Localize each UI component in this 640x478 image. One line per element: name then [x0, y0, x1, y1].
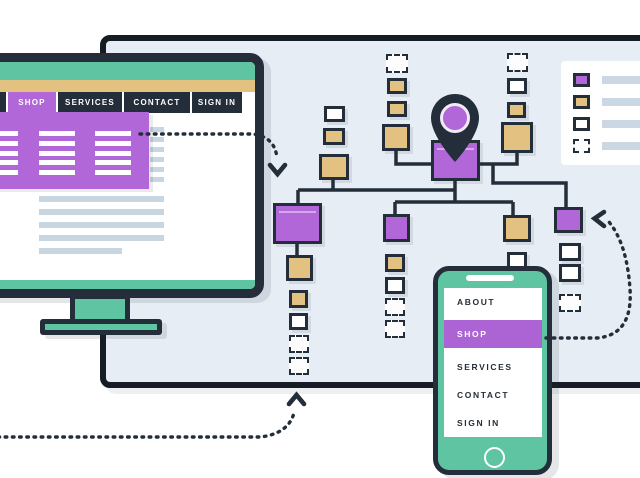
sitemap-node-white: [559, 264, 581, 282]
sitemap-node-tan: [385, 254, 405, 272]
sitemap-node-tan: [503, 215, 531, 242]
legend-swatch-dotted: [573, 139, 590, 153]
legend-row-purple: [561, 73, 640, 89]
sitemap-node-white: [559, 243, 581, 261]
phone-menu-item-about[interactable]: ABOUT: [457, 297, 496, 308]
sitemap-node-white: [324, 106, 345, 122]
sitemap-node-tan: [286, 255, 313, 281]
phone-home-button[interactable]: [484, 447, 505, 468]
legend-row-tan: [561, 95, 640, 111]
phone-menu-item-services[interactable]: SERVICES: [457, 361, 513, 372]
sitemap-node-dotted: [289, 357, 309, 375]
sitemap-node-tan: [387, 78, 407, 94]
legend-label-placeholder: [602, 76, 640, 84]
shop-dropdown-menu[interactable]: [0, 112, 149, 189]
sitemap-node-dotted: [289, 335, 309, 353]
monitor-page-content: [0, 112, 255, 280]
legend-swatch-tan: [573, 95, 590, 109]
monitor-footer-band: [0, 280, 255, 289]
sitemap-node-white: [385, 277, 405, 294]
sitemap-node-tan: [323, 128, 345, 145]
monitor-header-band: [0, 62, 255, 80]
sitemap-node-tan: [382, 124, 410, 151]
sitemap-node-tan: [387, 101, 407, 117]
desktop-monitor: SHOP SERVICES CONTACT SIGN IN: [0, 53, 264, 298]
phone-menu-item-contact[interactable]: CONTACT: [457, 389, 510, 400]
sitemap-node-purple: [431, 140, 480, 181]
monitor-nav-bar: SHOP SERVICES CONTACT SIGN IN: [0, 92, 255, 113]
monitor-stand-base: [40, 319, 162, 335]
sitemap-node-tan: [507, 102, 526, 118]
sitemap-node-tan: [289, 290, 308, 308]
legend-label-placeholder: [602, 98, 640, 106]
monitor-nav-tab-partial[interactable]: [0, 92, 6, 113]
legend-row-dotted: [561, 139, 640, 155]
sitemap-node-dotted: [386, 54, 408, 73]
phone-menu-item-signin[interactable]: SIGN IN: [457, 417, 500, 428]
sitemap-node-dotted: [507, 53, 528, 72]
sitemap-node-purple: [554, 207, 583, 233]
sitemap-node-tan: [501, 122, 533, 153]
sitemap-node-dotted: [385, 320, 405, 338]
legend-row-white: [561, 117, 640, 133]
sitemap-node-purple: [273, 203, 322, 244]
legend-label-placeholder: [602, 120, 640, 128]
phone-menu-item-shop[interactable]: SHOP: [444, 316, 542, 353]
sitemap-node-white: [289, 313, 308, 330]
monitor-nav-tab-contact[interactable]: CONTACT: [124, 92, 190, 113]
sitemap-node-purple: [383, 214, 410, 242]
sitemap-node-white: [507, 78, 527, 94]
monitor-nav-tab-signin[interactable]: SIGN IN: [192, 92, 242, 113]
monitor-nav-tab-shop[interactable]: SHOP: [8, 92, 56, 113]
sitemap-node-dotted: [385, 298, 405, 316]
monitor-nav-tab-services[interactable]: SERVICES: [58, 92, 122, 113]
sitemap-node-tan: [319, 154, 349, 180]
legend-panel: [561, 61, 640, 165]
sitemap-node-dotted: [559, 294, 581, 312]
monitor-subheader-band: [0, 80, 255, 92]
phone-speaker: [466, 275, 514, 281]
phone-screen-menu: ABOUT SHOP SERVICES CONTACT SIGN IN: [444, 288, 542, 437]
legend-swatch-white: [573, 117, 590, 131]
legend-swatch-purple: [573, 73, 590, 87]
legend-label-placeholder: [602, 142, 640, 150]
mobile-phone: ABOUT SHOP SERVICES CONTACT SIGN IN: [433, 266, 552, 475]
